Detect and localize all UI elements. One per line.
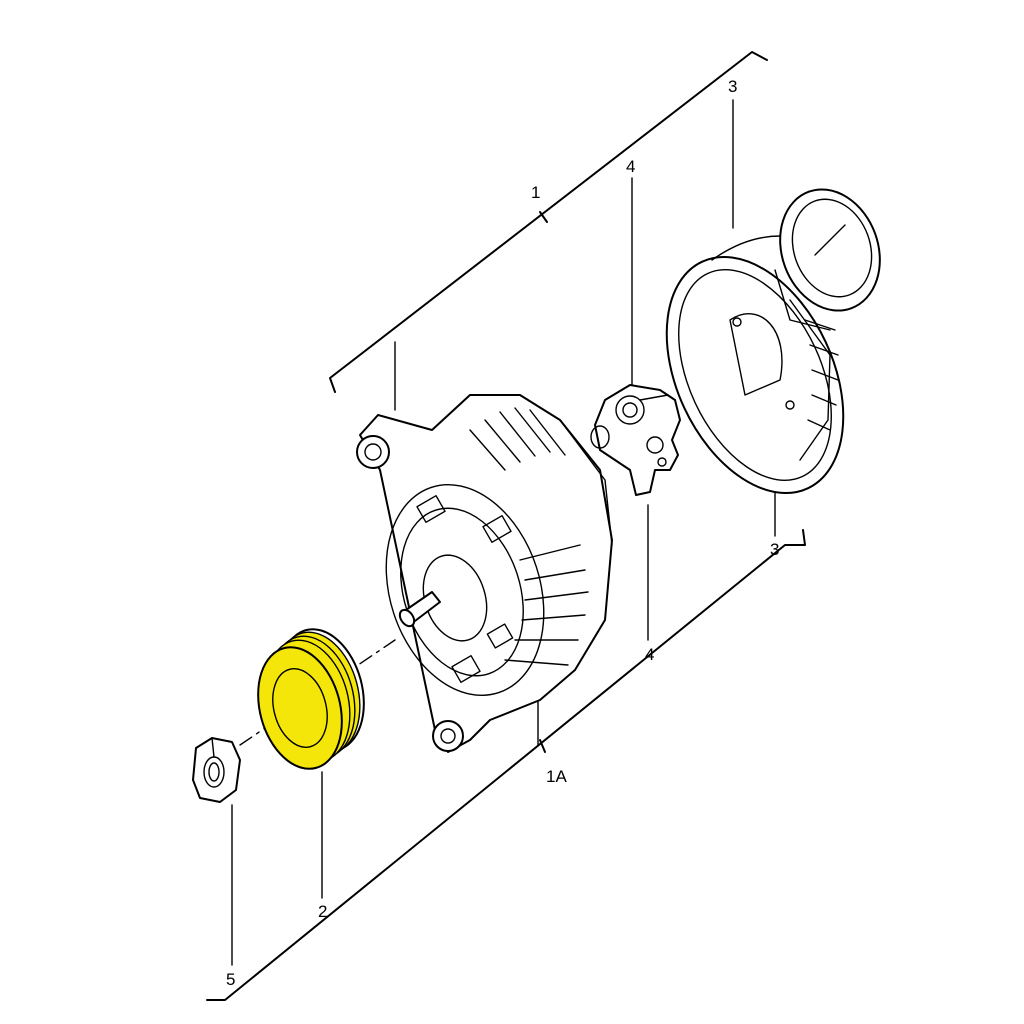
mount-ear-bottom-hole	[440, 728, 456, 744]
rear-cover-rim	[665, 256, 845, 494]
callout-4-top: 4	[626, 157, 635, 176]
rear-cover-hole-1	[732, 317, 742, 327]
cooling-fins-top	[469, 407, 566, 471]
callout-1: 1	[531, 183, 540, 202]
mount-ear-bottom	[432, 720, 464, 752]
regulator-pin	[646, 436, 664, 454]
housing-rear-edge	[559, 419, 613, 546]
callout-5: 5	[226, 970, 235, 989]
bracket-lines	[206, 51, 806, 1001]
lower-bracket-line	[206, 529, 806, 1001]
rear-cover-window	[729, 313, 783, 396]
regulator-boss-inner	[622, 402, 638, 418]
rear-cover-ribs-outline	[789, 299, 831, 461]
rear-rib-4	[811, 394, 837, 406]
rear-rib-2	[809, 344, 839, 356]
regulator-body	[594, 384, 681, 496]
regulator-screw	[657, 457, 667, 467]
rear-rib-1	[804, 319, 836, 331]
callout-4-bottom: 4	[645, 645, 654, 664]
regulator-boss	[615, 395, 645, 425]
rear-rib-3	[811, 369, 839, 381]
regulator-detail	[639, 394, 669, 401]
rear-cover-cap-inner	[791, 198, 873, 298]
regulator-connector	[590, 425, 610, 449]
hex-nut	[192, 737, 241, 803]
vent-slot-4	[486, 623, 514, 649]
rear-cover-cap	[779, 188, 881, 312]
bracket-tick-1	[539, 211, 548, 223]
voltage-regulator	[590, 384, 681, 496]
nut-hex-body	[192, 737, 241, 803]
callout-3-top: 3	[728, 77, 737, 96]
mount-ear-top	[356, 435, 390, 469]
pulley	[257, 628, 365, 770]
front-face-ring	[385, 484, 545, 696]
cooling-fins-side	[504, 544, 589, 666]
pulley-bore	[272, 668, 328, 748]
rear-cover	[665, 188, 881, 494]
bracket-tick-1a	[539, 739, 546, 753]
callout-2: 2	[318, 902, 327, 921]
rear-cover-cap-base	[774, 269, 831, 331]
callouts: 1 3 4 3 4 1A 2 5	[226, 77, 779, 989]
vent-slot-2	[482, 515, 512, 543]
mount-ear-top-hole	[364, 443, 382, 461]
rear-cover-cap-slot	[814, 224, 846, 256]
shaft-end	[398, 608, 416, 628]
rear-rib-5	[807, 419, 831, 431]
nut-edge	[211, 737, 215, 758]
callout-1a: 1A	[546, 767, 567, 786]
callout-3-bottom: 3	[770, 540, 779, 559]
nut-thread	[208, 762, 220, 782]
vent-slot-3	[451, 655, 481, 683]
alternator-body	[356, 394, 613, 753]
rear-cover-hole-2	[785, 400, 795, 410]
vent-slot-1	[416, 495, 446, 523]
